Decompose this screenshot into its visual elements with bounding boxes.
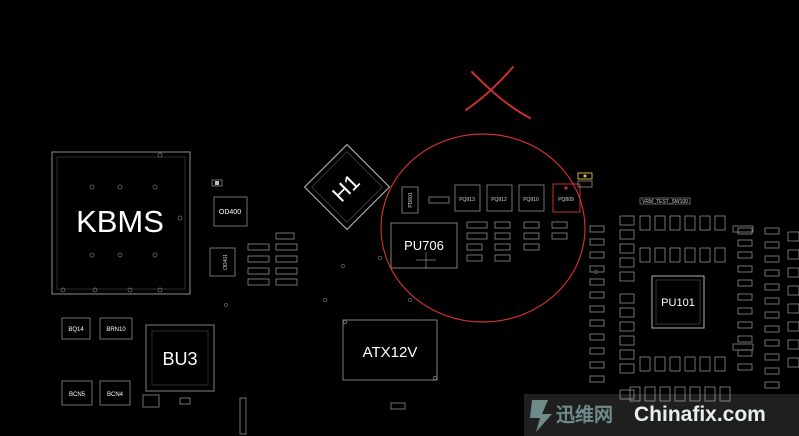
kbms-label: KBMS [76, 204, 164, 239]
watermark-english: Chinafix.com [634, 403, 766, 426]
od400-component[interactable]: OD400 [213, 196, 248, 227]
pd801-label: PD801 [408, 192, 414, 208]
brn10-component[interactable]: BRN10 [99, 317, 133, 340]
watermark-chinese: 迅维网 [556, 403, 613, 426]
pu706-label: PU706 [404, 238, 444, 253]
pq809-label: PQ809 [558, 197, 574, 203]
pq810-label: PQ810 [523, 197, 539, 203]
smd-part[interactable] [142, 394, 160, 408]
vrm-label: VRM_TEST_SW100 [642, 199, 688, 205]
smd-part[interactable] [428, 196, 450, 204]
bq14-label: BQ14 [68, 327, 84, 333]
pq813-label: PQ813 [459, 197, 475, 203]
smd-pad [215, 181, 219, 185]
x-mark-icon [465, 66, 531, 119]
smd-part[interactable] [179, 397, 191, 405]
atx12v-component[interactable]: ATX12V [342, 319, 438, 381]
resistor-array[interactable] [247, 232, 298, 286]
kbms-component[interactable]: KBMS [51, 151, 191, 295]
od400-label: OD400 [219, 209, 241, 216]
watermark: 迅维网 Chinafix.com [524, 394, 799, 436]
h1-component[interactable]: H1 [303, 143, 391, 231]
pu101-label: PU101 [661, 297, 695, 309]
highlight-pad-dot [583, 174, 587, 178]
pq810-component[interactable]: PQ810 [518, 184, 545, 212]
bu3-label: BU3 [162, 349, 197, 369]
bcn5-label: BCN5 [69, 392, 86, 398]
vrm-label-component[interactable]: VRM_TEST_SW100 [639, 197, 691, 205]
right-component-field[interactable] [589, 215, 799, 402]
brn10-label: BRN10 [106, 327, 126, 333]
pq812-component[interactable]: PQ812 [486, 184, 513, 212]
smd-part[interactable] [211, 179, 223, 187]
pd801-component[interactable]: PD801 [401, 186, 419, 214]
bu3-component[interactable]: BU3 [145, 324, 215, 392]
h1-label: H1 [327, 169, 365, 207]
smd-part[interactable] [239, 397, 247, 435]
smd-part[interactable] [390, 402, 406, 410]
circle-highlight-icon [380, 133, 586, 323]
pq809-component[interactable]: PQ809 [552, 183, 581, 213]
pu101-component[interactable]: PU101 [651, 275, 705, 329]
watermark-logo-icon [530, 400, 552, 432]
smd-part[interactable] [577, 180, 593, 188]
pq812-label: PQ812 [491, 197, 507, 203]
od401-label: OD401 [223, 254, 229, 270]
od401-component[interactable]: OD401 [209, 247, 236, 277]
vias [224, 256, 598, 307]
pq813-component[interactable]: PQ813 [454, 184, 481, 212]
passive-array[interactable] [466, 221, 568, 262]
bq14-component[interactable]: BQ14 [61, 317, 91, 340]
bcn5-component[interactable]: BCN5 [61, 380, 93, 406]
atx12v-label: ATX12V [363, 344, 418, 361]
bcn4-label: BCN4 [107, 392, 124, 398]
pu706-component[interactable]: PU706 [390, 222, 458, 269]
highlight-pad[interactable] [577, 172, 593, 180]
bcn4-component[interactable]: BCN4 [99, 380, 131, 406]
